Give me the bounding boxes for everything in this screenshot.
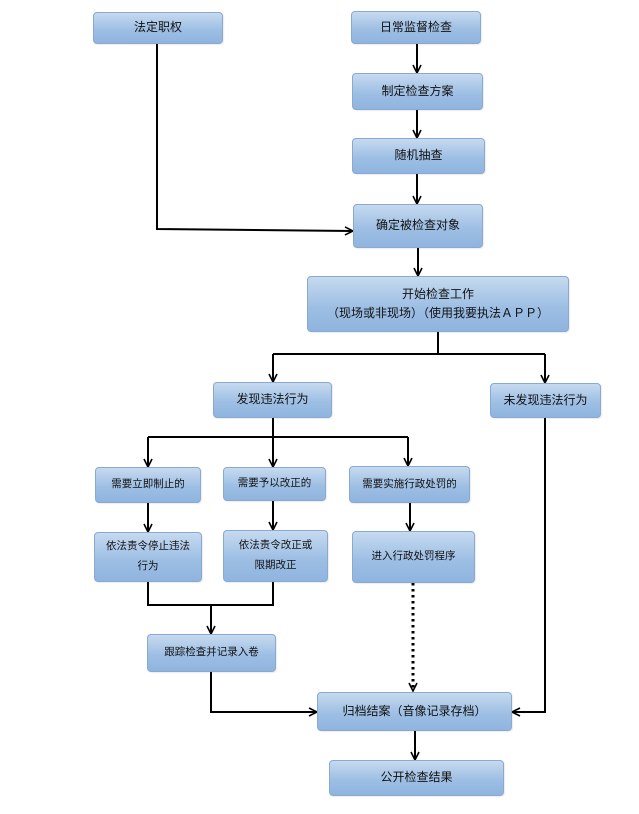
node-penalty-procedure-label: 进入行政处罚程序 [371,550,456,563]
node-publish-label: 公开检查结果 [380,770,453,785]
node-need-correct-label: 需要予以改正的 [237,477,312,490]
node-found-violation: 发现违法行为 [213,382,332,418]
node-daily-supervision: 日常监督检查 [351,11,481,44]
node-make-plan-label: 制定检查方案 [381,83,454,98]
node-no-violation: 未发现违法行为 [490,383,601,418]
node-follow-up: 跟踪检查并记录入卷 [147,634,276,672]
node-order-stop: 依法责令停止违法 行为 [94,532,202,582]
node-legal-authority-label: 法定职权 [133,20,182,35]
node-archive-label: 归档结案（音像记录存档） [342,703,487,718]
node-start-work-line1: 开始检查工作 [401,286,474,301]
arrow-notfound-to-archive [513,418,546,712]
node-random-check-label: 随机抽查 [394,148,443,163]
node-order-correct: 依法责令改正或 限期改正 [223,530,328,582]
node-legal-authority: 法定职权 [93,12,223,44]
node-start-work-line2: （现场或非现场）（使用我要执法ＡＰＰ） [326,306,549,320]
line-start-split [273,332,545,355]
line-found-split [148,418,408,438]
node-determine-target: 确定被检查对象 [353,204,483,248]
arrow-legal-to-target [156,44,352,231]
node-found-violation-label: 发现违法行为 [236,392,309,407]
node-daily-supervision-label: 日常监督检查 [379,19,452,34]
node-order-correct-line2: 限期改正 [254,559,297,571]
node-determine-target-label: 确定被检查对象 [375,218,460,233]
node-publish: 公开检查结果 [329,760,504,796]
node-no-violation-label: 未发现违法行为 [503,392,588,407]
line-orders-merge [147,582,274,606]
node-penalty-procedure: 进入行政处罚程序 [352,531,475,583]
node-order-stop-line1: 依法责令停止违法 [106,540,190,553]
node-need-penalty: 需要实施行政处罚的 [349,466,470,503]
node-need-penalty-label: 需要实施行政处罚的 [362,477,457,490]
node-order-correct-line1: 依法责令改正或 [238,539,313,552]
node-random-check: 随机抽查 [352,138,485,174]
node-order-stop-line2: 行为 [137,560,159,572]
node-need-correct: 需要予以改正的 [223,467,326,501]
node-need-stop-label: 需要立即制止的 [111,478,185,491]
node-follow-up-label: 跟踪检查并记录入卷 [164,646,259,659]
node-start-work: 开始检查工作 （现场或非现场）（使用我要执法ＡＰＰ） [307,276,569,332]
node-make-plan: 制定检查方案 [352,73,483,110]
arrow-followup-to-archive [210,672,316,712]
node-archive: 归档结案（音像记录存档） [317,692,512,731]
node-need-stop: 需要立即制止的 [95,467,201,503]
